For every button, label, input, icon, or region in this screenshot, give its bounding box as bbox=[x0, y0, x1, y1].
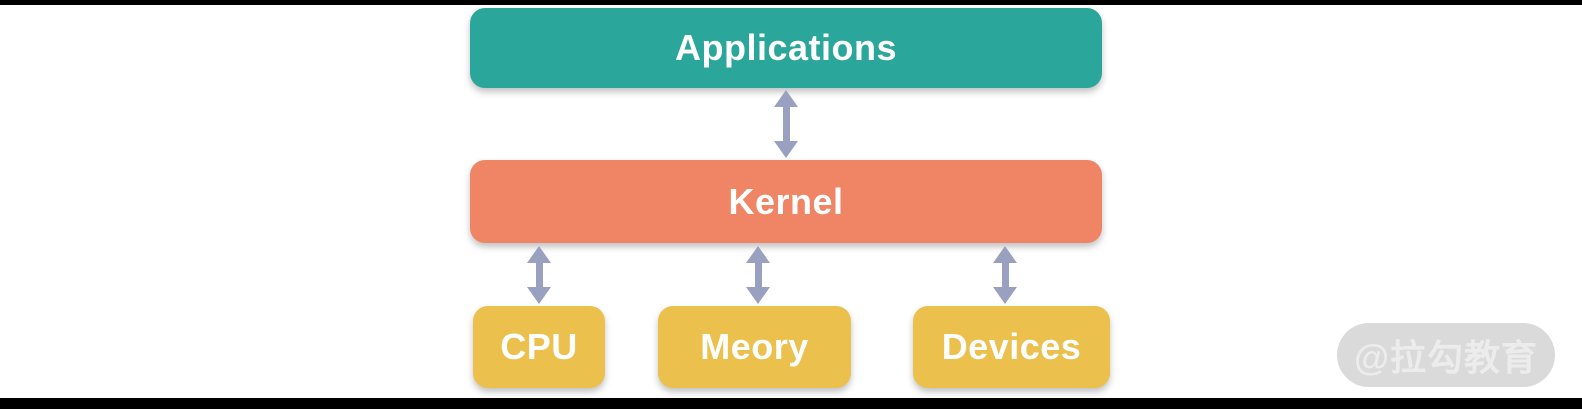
arrow-down-icon bbox=[527, 287, 551, 304]
arrow-shaft bbox=[782, 107, 790, 141]
node-memory-label: Meory bbox=[700, 326, 809, 367]
node-kernel-label: Kernel bbox=[728, 180, 844, 222]
arrow-down-icon bbox=[993, 287, 1017, 304]
top-border-bar bbox=[0, 0, 1582, 5]
node-memory: Meory bbox=[658, 306, 851, 388]
node-applications: Applications bbox=[470, 8, 1102, 88]
arrow-kernel-memory bbox=[746, 246, 770, 304]
arrow-kernel-cpu bbox=[527, 246, 551, 304]
arrow-shaft bbox=[754, 263, 762, 287]
arrow-up-icon bbox=[774, 90, 798, 107]
arrow-up-icon bbox=[527, 246, 551, 263]
node-cpu: CPU bbox=[473, 306, 605, 388]
node-applications-label: Applications bbox=[674, 27, 898, 68]
node-devices: Devices bbox=[913, 306, 1110, 388]
arrow-kernel-devices bbox=[993, 246, 1017, 304]
arrow-shaft bbox=[1001, 263, 1009, 287]
arrow-down-icon bbox=[774, 141, 798, 158]
watermark-badge: @拉勾教育 bbox=[1337, 323, 1555, 387]
bottom-border-bar bbox=[0, 398, 1582, 409]
watermark-text: @拉勾教育 bbox=[1353, 337, 1539, 378]
arrow-up-icon bbox=[746, 246, 770, 263]
arrow-shaft bbox=[535, 263, 543, 287]
arrow-down-icon bbox=[746, 287, 770, 304]
arrow-applications-kernel bbox=[774, 90, 798, 158]
node-devices-label: Devices bbox=[941, 326, 1082, 367]
node-kernel: Kernel bbox=[470, 160, 1102, 243]
arrow-up-icon bbox=[993, 246, 1017, 263]
node-cpu-label: CPU bbox=[500, 326, 578, 367]
